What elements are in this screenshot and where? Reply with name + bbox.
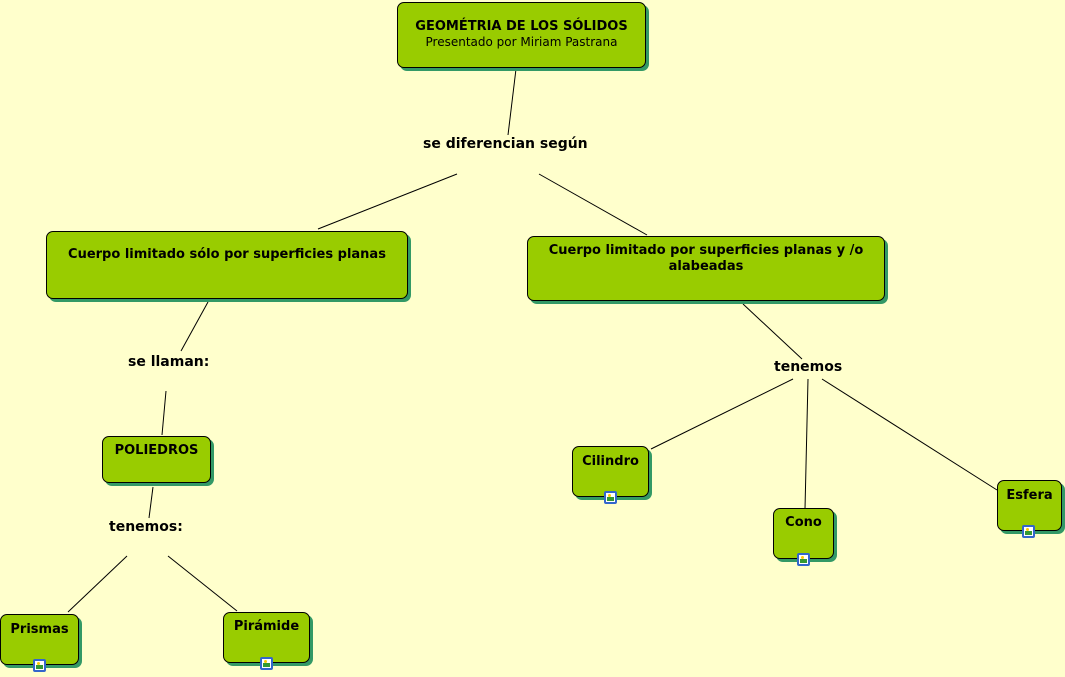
concept-label: Cilindro <box>582 454 639 469</box>
concept-label: Prismas <box>10 622 69 637</box>
concept-cono[interactable]: Cono <box>773 508 834 559</box>
map-subtitle: Presentado por Miriam Pastrana <box>425 35 618 49</box>
connector-line <box>167 555 238 612</box>
concept-label: Cono <box>785 515 822 530</box>
linking-phrase-se-llaman: se llaman: <box>128 354 210 370</box>
connector-line <box>180 301 209 352</box>
concept-esfera[interactable]: Esfera <box>997 480 1062 531</box>
concept-label: POLIEDROS <box>114 443 199 458</box>
linking-phrase-root: se diferencian según <box>423 136 588 152</box>
connector-line <box>538 173 648 236</box>
map-title: GEOMÉTRIA DE LOS SÓLIDOS <box>415 19 628 34</box>
concept-prismas[interactable]: Prismas <box>0 614 79 665</box>
concept-planas[interactable]: Cuerpo limitado sólo por superficies pla… <box>46 231 408 299</box>
connector-line <box>317 173 458 230</box>
concept-label: Cuerpo limitado por superficies planas y… <box>548 243 864 274</box>
concept-label: Cuerpo limitado sólo por superficies pla… <box>68 247 386 262</box>
concept-label: Pirámide <box>233 619 300 634</box>
connector-line <box>742 303 803 360</box>
concept-piramide[interactable]: Pirámide <box>223 612 310 663</box>
concept-label: Esfera <box>1006 488 1053 503</box>
concept-poliedros[interactable]: POLIEDROS <box>102 436 211 483</box>
concept-cilindro[interactable]: Cilindro <box>572 446 649 497</box>
concept-alabeadas[interactable]: Cuerpo limitado por superficies planas y… <box>527 236 885 301</box>
connector-line <box>821 378 998 491</box>
linking-phrase-tenemos-poliedros: tenemos: <box>109 519 183 535</box>
linking-phrase-tenemos: tenemos <box>774 359 843 375</box>
connector-line <box>148 486 154 519</box>
image-icon[interactable] <box>604 491 617 504</box>
image-icon[interactable] <box>1022 525 1035 538</box>
image-icon[interactable] <box>260 657 273 670</box>
connector-line <box>67 555 128 613</box>
connector-line <box>650 378 794 450</box>
image-icon[interactable] <box>33 659 46 672</box>
image-icon[interactable] <box>797 553 810 566</box>
connector-line <box>804 378 809 510</box>
root-concept-title[interactable]: GEOMÉTRIA DE LOS SÓLIDOS Presentado por … <box>397 2 646 68</box>
connector-line <box>507 68 517 136</box>
connector-line <box>161 390 167 436</box>
